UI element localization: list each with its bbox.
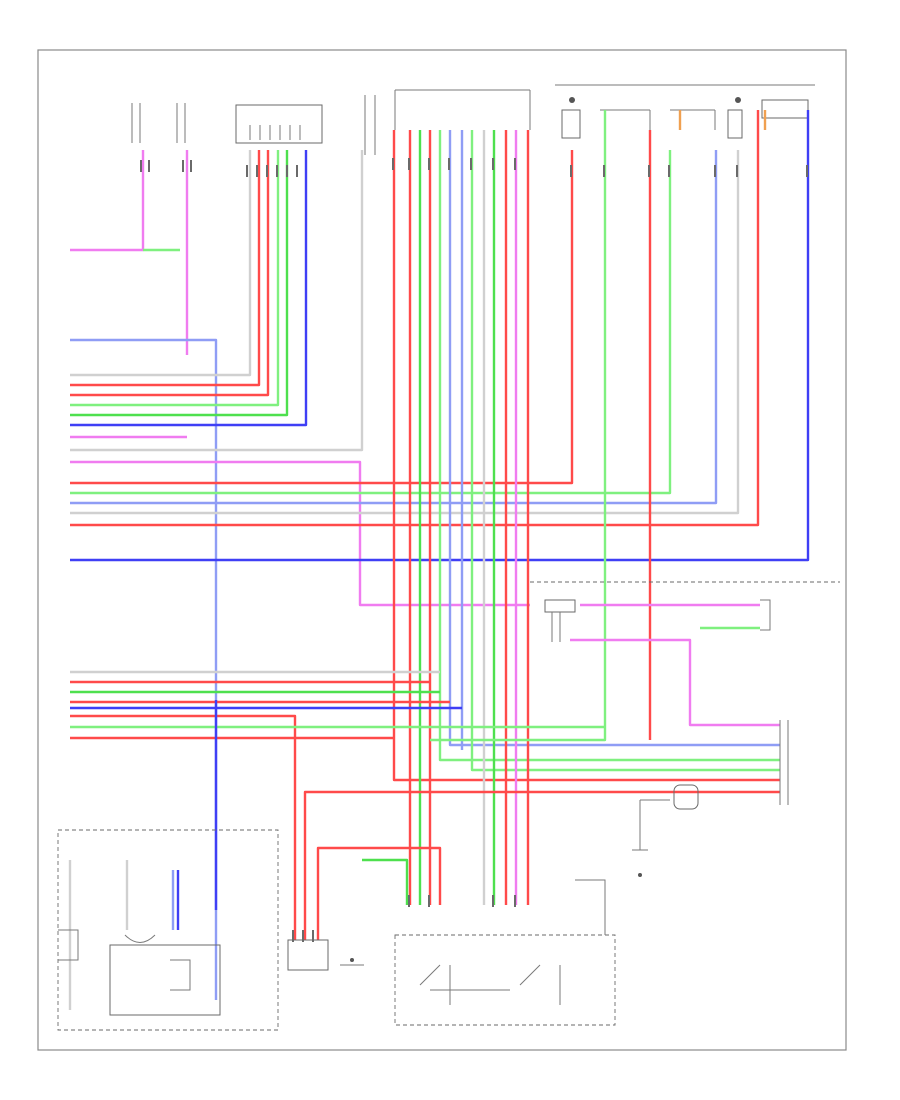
wire-blue-2 — [70, 150, 308, 427]
wire-bundle — [68, 110, 810, 1010]
wire-blue-long-1 — [70, 150, 718, 505]
wire-red-low-1 — [303, 790, 780, 940]
wire-blue-long-2 — [70, 110, 810, 562]
wire-pink-top-left — [70, 150, 145, 252]
wire-red-long-1 — [70, 150, 574, 485]
component-bottom-middle — [287, 939, 364, 971]
wire-green-r1 — [430, 110, 607, 742]
wire-red-long-2 — [70, 110, 760, 527]
wire-green-v2 — [438, 130, 780, 762]
wire-gray-1 — [70, 150, 252, 377]
wire-green-long-1 — [70, 150, 672, 495]
wire-green-1 — [70, 150, 280, 407]
component-transmission-switch — [394, 879, 616, 1026]
connector-marks — [140, 158, 808, 942]
wire-gray-2 — [70, 150, 364, 452]
component-switch-right — [530, 581, 840, 642]
wire-gray-long-1 — [70, 150, 740, 515]
connector-block-right — [779, 720, 789, 805]
wire-green-2 — [70, 150, 289, 417]
connector-group-top-left — [131, 89, 531, 155]
diagram-frame — [37, 49, 847, 1051]
wire-pink-2 — [70, 460, 530, 607]
component-bottom-left — [57, 829, 279, 1031]
sensor-component — [632, 784, 699, 877]
wire-blue-v1 — [448, 130, 780, 747]
wire-blue-1 — [70, 338, 218, 1000]
wire-red-5 — [70, 714, 297, 940]
wire-pink-r2 — [570, 638, 780, 727]
wire-green-low-1 — [362, 858, 409, 905]
wire-red-1 — [70, 150, 261, 387]
connector-group-top-right — [555, 84, 815, 139]
wire-green-v3 — [470, 130, 780, 772]
wire-red-low-2 — [316, 846, 442, 940]
wire-red-v1 — [392, 130, 780, 782]
wire-red-2 — [70, 150, 270, 397]
